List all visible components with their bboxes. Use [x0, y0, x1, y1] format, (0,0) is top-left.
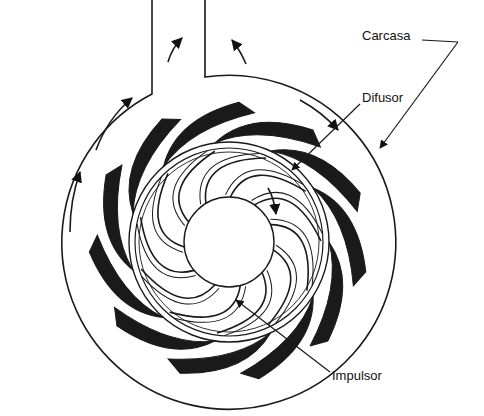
leader-lines	[236, 40, 458, 372]
casing-outline	[62, 0, 396, 409]
part-label: Impulsor	[332, 368, 382, 383]
flow-arrows	[70, 38, 338, 232]
pump-internals	[76, 88, 381, 391]
part-label: Carcasa	[362, 28, 410, 43]
part-label: Difusor	[362, 90, 403, 105]
